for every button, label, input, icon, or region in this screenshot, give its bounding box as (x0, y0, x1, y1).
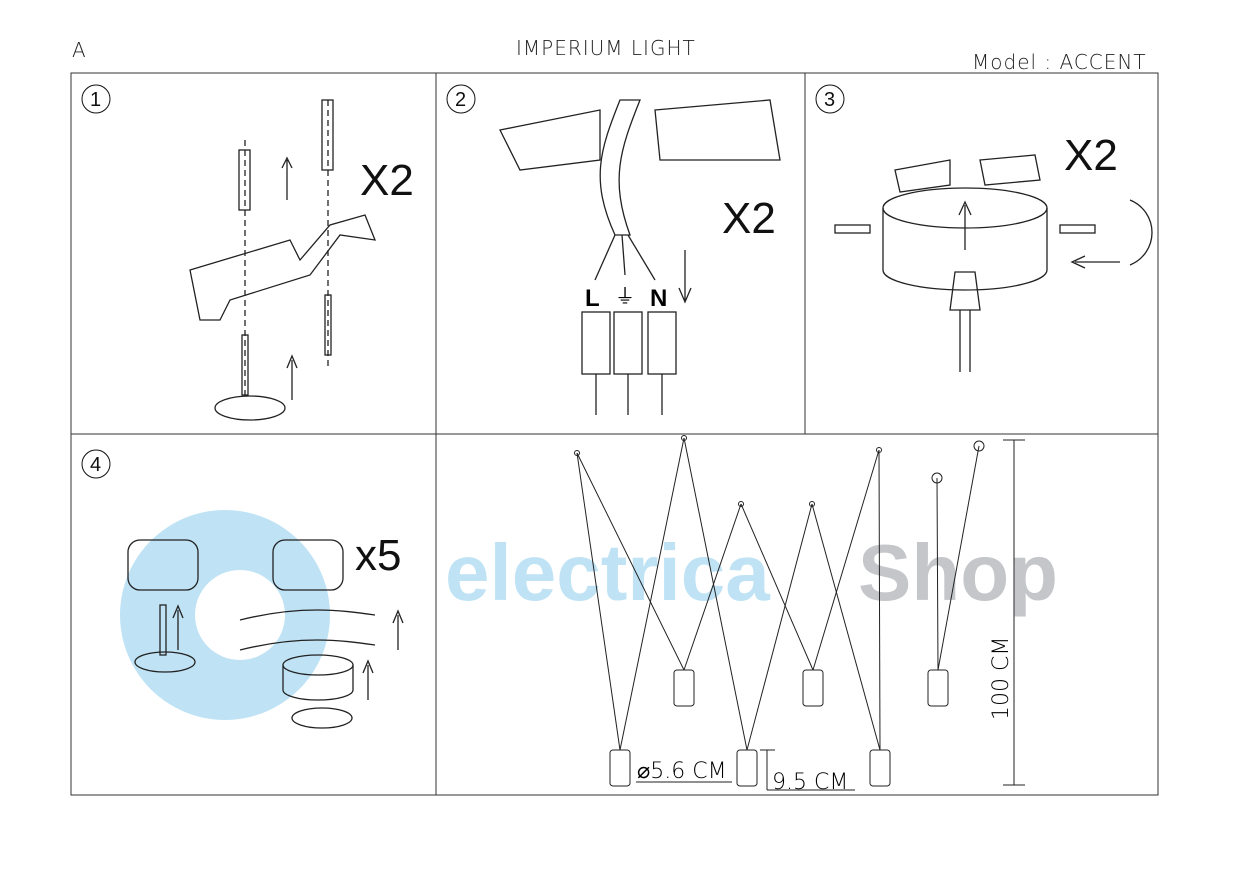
suspension-wire (576, 452, 685, 671)
canopy-mounting-illustration (834, 154, 1153, 372)
step-2-number: 2 (455, 89, 466, 111)
bracket-mounting-illustration (189, 99, 377, 421)
pendant-layout-illustration (574, 435, 985, 787)
step-3-multiplier: X2 (1064, 131, 1118, 180)
terminal-live-label: L (585, 285, 600, 312)
suspension-wire (740, 503, 814, 671)
terminal-wiring-illustration (499, 99, 781, 415)
watermark-circle-hole (195, 570, 285, 660)
suspension-wire (619, 437, 685, 751)
brand-title: IMPERIUM LIGHT (516, 36, 696, 60)
step-1-multiplier: X2 (360, 156, 414, 205)
step-1-number: 1 (90, 89, 101, 111)
suspension-wire (937, 445, 980, 671)
pendant-lamp (736, 749, 758, 787)
suspension-wire (683, 503, 742, 671)
suspension-wire (936, 477, 939, 671)
suspension-wire (812, 449, 880, 671)
pendant-lamp (927, 669, 949, 707)
panel-grid (70, 72, 1159, 796)
suspension-wire (878, 449, 881, 751)
height-dimension: 9.5 CM (772, 770, 848, 795)
suspension-wire (683, 437, 748, 751)
dimension-lines (636, 439, 1025, 791)
ceiling-anchor (738, 501, 744, 507)
terminal-earth-label: ⏚ (615, 284, 635, 308)
page-letter: A (72, 38, 87, 62)
pendant-lamp (673, 669, 695, 707)
diameter-dimension: ⌀5.6 CM (637, 759, 727, 784)
step-2-multiplier: X2 (722, 194, 776, 243)
cable-holder-illustration (127, 539, 404, 729)
suspension-wire (576, 452, 621, 751)
pendant-lamp (609, 749, 631, 787)
model-label: Model : ACCENT (972, 50, 1147, 74)
suspension-wire (811, 503, 881, 751)
pendant-lamp (802, 669, 824, 707)
step-4-multiplier: x5 (355, 531, 401, 580)
ceiling-anchor (973, 440, 985, 452)
step-4-number: 4 (90, 454, 101, 476)
step-number-circles (81, 84, 845, 479)
pendant-lamp (869, 749, 891, 787)
terminal-neutral-label: N (650, 285, 667, 312)
ceiling-anchor (809, 501, 815, 507)
watermark-text-shop: Shop (858, 528, 1058, 617)
step-3-number: 3 (824, 89, 835, 111)
length-dimension: 100 CM (989, 637, 1014, 720)
watermark-logo: electrica Shop (120, 510, 1058, 720)
suspension-wire (746, 503, 813, 751)
watermark-text-electrica: electrica (445, 528, 770, 617)
